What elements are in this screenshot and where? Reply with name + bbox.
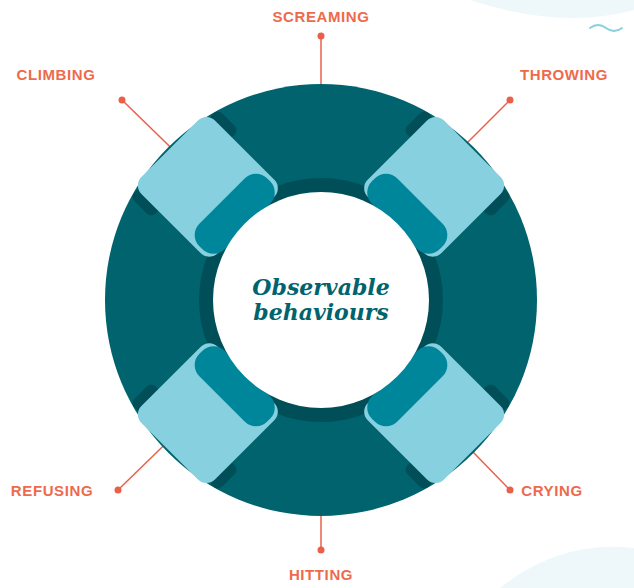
behaviour-label: CLIMBING xyxy=(17,66,96,84)
background-blob xyxy=(500,547,634,588)
leader-dot xyxy=(318,547,325,554)
ring-body xyxy=(105,84,537,516)
leader-dot xyxy=(507,487,514,494)
behaviour-label: SCREAMING xyxy=(272,8,369,26)
wave-mark xyxy=(590,25,622,31)
leader-dot xyxy=(318,33,325,40)
leader-dot xyxy=(119,97,126,104)
leader-dot xyxy=(115,487,122,494)
background-blob xyxy=(470,0,634,18)
ring-hole xyxy=(213,192,429,408)
behaviour-label: THROWING xyxy=(520,66,608,84)
behaviour-label: HITTING xyxy=(289,566,353,584)
behaviour-label: REFUSING xyxy=(11,482,93,500)
leader-dot xyxy=(507,97,514,104)
life-ring-node: Observable behaviours xyxy=(103,82,539,518)
behaviour-label: CRYING xyxy=(521,482,582,500)
center-title: Observable behaviours xyxy=(251,275,391,326)
